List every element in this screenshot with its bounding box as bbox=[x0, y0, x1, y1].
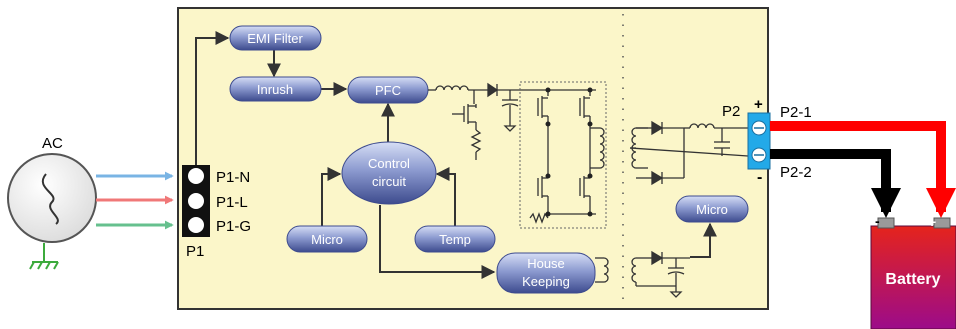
housekeeping-rectifier-schematic bbox=[595, 250, 690, 298]
negative-cable bbox=[770, 149, 901, 218]
emi-filter-block: EMI Filter bbox=[229, 25, 322, 51]
board-outline bbox=[177, 7, 769, 310]
micro-to-control-line bbox=[321, 167, 342, 228]
temp-to-control-line bbox=[435, 167, 456, 228]
battery-negative-terminal bbox=[877, 217, 895, 229]
control-circuit-block: Control circuit bbox=[341, 141, 437, 205]
p1-to-emi-line bbox=[195, 31, 230, 165]
housekeeping-block: House Keeping bbox=[496, 252, 596, 294]
housekeeping-label-line2: Keeping bbox=[522, 274, 570, 289]
positive-cable bbox=[770, 121, 956, 218]
micro-left-block: Micro bbox=[286, 225, 368, 253]
output-rectifier-schematic bbox=[629, 120, 749, 186]
battery bbox=[870, 217, 956, 329]
pfc-stage-schematic bbox=[428, 82, 530, 160]
battery-positive-terminal bbox=[933, 217, 951, 229]
micro-right-label: Micro bbox=[696, 202, 728, 217]
temp-label: Temp bbox=[439, 232, 471, 247]
temp-block: Temp bbox=[414, 225, 496, 253]
p2-label: P2 bbox=[722, 103, 740, 120]
p2-pin-1: P2-1 bbox=[780, 104, 812, 121]
p2-connector bbox=[747, 112, 771, 170]
battery-neg-sign: - bbox=[875, 213, 880, 229]
control-label-line2: circuit bbox=[372, 174, 406, 189]
micro-right-block: Micro bbox=[675, 195, 749, 223]
housekeeping-label-line1: House bbox=[527, 256, 565, 271]
pfc-label: PFC bbox=[375, 83, 401, 98]
p1-label: P1 bbox=[186, 243, 204, 260]
control-label-line1: Control bbox=[368, 156, 410, 171]
battery-label: Battery bbox=[885, 271, 940, 288]
bridge-nodes bbox=[545, 87, 593, 217]
battery-pos-sign: + bbox=[928, 214, 936, 230]
micro-left-label: Micro bbox=[311, 232, 343, 247]
housekeeping-to-micro-line bbox=[690, 222, 717, 258]
ac-label: AC bbox=[42, 135, 63, 152]
emi-filter-label: EMI Filter bbox=[247, 31, 303, 46]
p1-connector bbox=[182, 165, 210, 237]
sine-wave-icon bbox=[42, 173, 59, 225]
inrush-label: Inrush bbox=[257, 82, 293, 97]
p2-minus-sign: - bbox=[757, 169, 762, 186]
p2-plus-sign: + bbox=[754, 96, 763, 113]
p1-pin-g: P1-G bbox=[216, 218, 251, 235]
ground-icon bbox=[29, 243, 59, 270]
control-to-housekeeping-line bbox=[379, 205, 496, 279]
ac-source bbox=[7, 153, 97, 270]
p2-pin-2: P2-2 bbox=[780, 164, 812, 181]
inrush-block: Inrush bbox=[229, 76, 322, 102]
pfc-block: PFC bbox=[347, 76, 429, 104]
p1-pin-n: P1-N bbox=[216, 169, 250, 186]
p1-pin-l: P1-L bbox=[216, 194, 248, 211]
